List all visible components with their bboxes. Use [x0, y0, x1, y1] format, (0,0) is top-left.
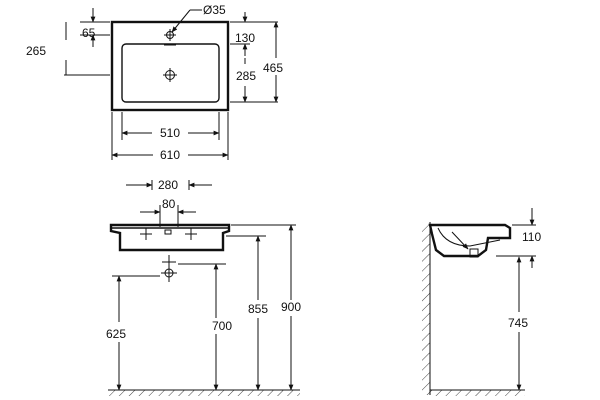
label-dim-745: 745 — [508, 316, 528, 330]
basin-side-profile — [428, 223, 512, 258]
label-hole-diameter: Ø35 — [203, 3, 226, 17]
label-dim-110: 110 — [522, 230, 541, 244]
label-dim-900: 900 — [281, 300, 301, 314]
label-dim-610: 610 — [160, 148, 180, 162]
label-dim-280: 280 — [158, 178, 178, 192]
label-dim-285: 285 — [236, 69, 256, 83]
label-dim-80: 80 — [162, 197, 176, 211]
floor-hatching — [108, 390, 300, 396]
basin-outer-outline — [110, 20, 230, 112]
side-floor-hatching — [430, 390, 525, 396]
label-dim-465: 465 — [263, 61, 283, 75]
label-dim-625: 625 — [106, 327, 126, 341]
label-dim-700: 700 — [212, 319, 232, 333]
side-view: 110 745 — [422, 208, 541, 396]
front-view: 280 80 625 700 855 900 — [106, 178, 301, 396]
label-dim-855: 855 — [248, 302, 268, 316]
label-dim-510: 510 — [160, 126, 180, 140]
label-dim-130: 130 — [235, 31, 255, 45]
basin-inner-bowl — [121, 43, 220, 103]
wall-hatching — [422, 222, 430, 395]
top-view: Ø35 65 265 130 285 465 510 610 — [26, 3, 283, 162]
label-dim-265: 265 — [26, 44, 46, 58]
label-dim-65: 65 — [82, 26, 96, 40]
basin-front-outline — [109, 223, 231, 252]
